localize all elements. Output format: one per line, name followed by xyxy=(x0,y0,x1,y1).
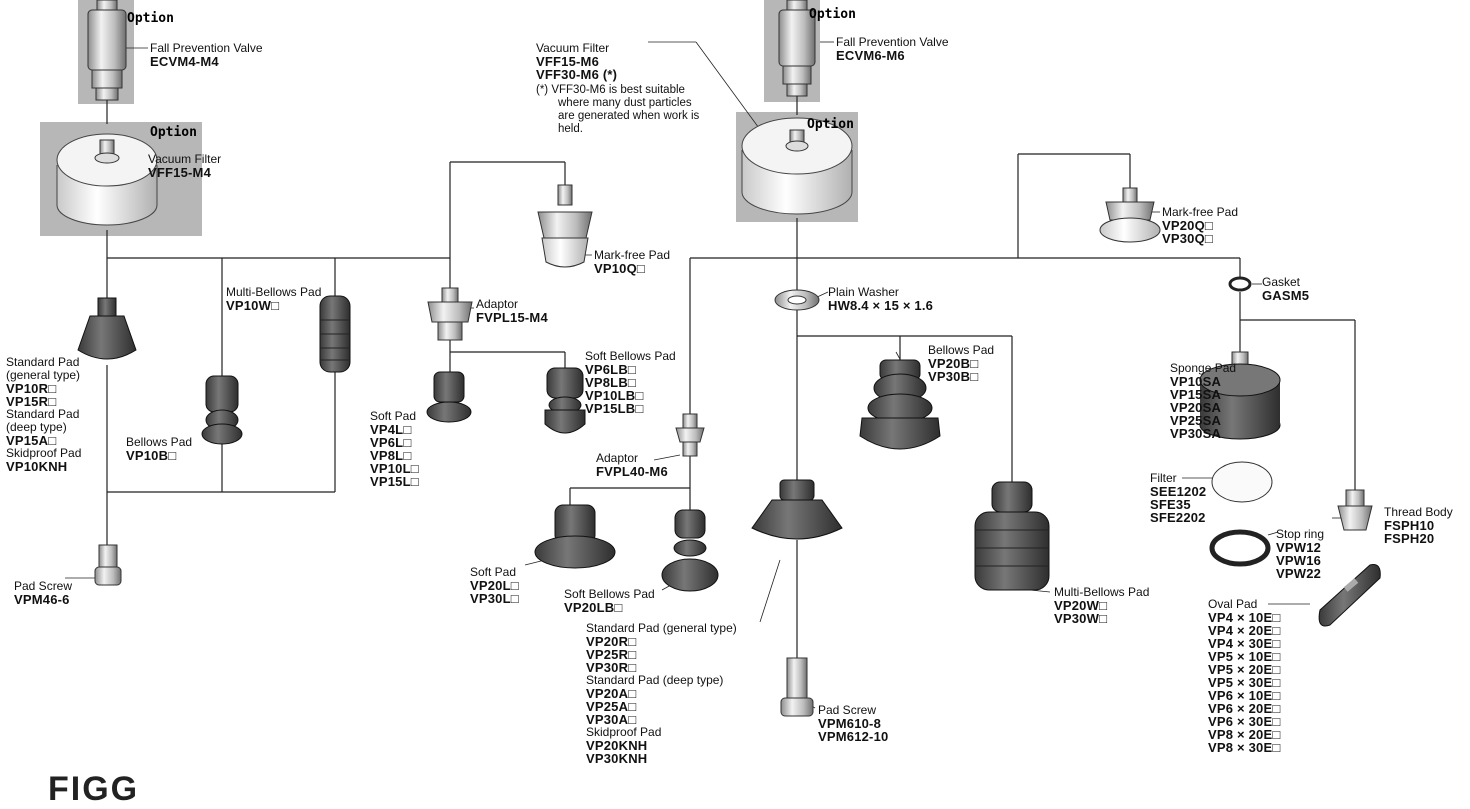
mark-free-pad-large-icon xyxy=(1100,188,1160,242)
adaptor-m6-icon xyxy=(676,414,704,456)
label-softbellows-large: Soft Bellows Pad VP20LB□ xyxy=(564,588,655,614)
label-stopring: Stop ring VPW12 VPW16 VPW22 xyxy=(1276,528,1324,580)
bellows-pad-small-icon xyxy=(202,376,242,444)
label-softbellows-small: Soft Bellows Pad VP6LB□ VP8LB□ VP10LB□ V… xyxy=(585,350,676,415)
label-vf-m4: Vacuum Filter VFF15-M4 xyxy=(148,153,221,179)
standard-pad-small-icon xyxy=(78,298,136,359)
soft-pad-small-icon xyxy=(427,372,471,422)
label-fpv-m6: Fall Prevention Valve ECVM6-M6 xyxy=(836,36,949,62)
pad-screw-large-icon xyxy=(781,658,813,716)
label-multibellows-small: Multi-Bellows Pad VP10W□ xyxy=(226,286,321,312)
vf-m6-note: (*) VFF30-M6 is best suitable where many… xyxy=(536,84,699,136)
soft-bellows-pad-small-icon xyxy=(545,368,585,433)
label-bellows-large: Bellows Pad VP20B□ VP30B□ xyxy=(928,344,994,383)
label-multibellows-large: Multi-Bellows Pad VP20W□ VP30W□ xyxy=(1054,586,1149,625)
label-padscrew-small: Pad Screw VPM46-6 xyxy=(14,580,72,606)
label-threadbody: Thread Body FSPH10 FSPH20 xyxy=(1384,506,1453,545)
multi-bellows-pad-large-icon xyxy=(975,482,1049,590)
soft-bellows-pad-large-icon xyxy=(662,510,718,591)
label-padscrew-large: Pad Screw VPM610-8 VPM612-10 xyxy=(818,704,888,743)
pad-screw-small-icon xyxy=(95,545,121,585)
multi-bellows-pad-small-icon xyxy=(320,296,350,372)
option-label-4: Option xyxy=(807,117,854,132)
vacuum-filter-m4-icon xyxy=(57,134,157,225)
adaptor-m4-icon xyxy=(428,288,472,340)
connection-lines xyxy=(107,0,1355,658)
option-label-2: Option xyxy=(150,125,197,140)
label-soft-large: Soft Pad VP20L□ VP30L□ xyxy=(470,566,519,605)
label-markfree-small: Mark-free Pad VP10Q□ xyxy=(594,249,670,275)
leader-lines xyxy=(65,42,1345,708)
label-soft-small: Soft Pad VP4L□ VP6L□ VP8L□ VP10L□ VP15L□ xyxy=(370,410,419,488)
label-vf-m6: Vacuum Filter VFF15-M6 VFF30-M6 (*) xyxy=(536,42,617,81)
brand-logo: FIGG xyxy=(48,770,139,809)
label-markfree-large: Mark-free Pad VP20Q□ VP30Q□ xyxy=(1162,206,1238,245)
label-adaptor-m6: Adaptor FVPL40-M6 xyxy=(596,452,668,478)
label-oval: Oval Pad VP4 × 10E□ VP4 × 20E□ VP4 × 30E… xyxy=(1208,598,1280,754)
oval-pad-icon xyxy=(1319,565,1380,626)
mark-free-pad-small-icon xyxy=(538,185,592,267)
label-standard-large: Standard Pad (general type) VP20R□ VP25R… xyxy=(586,622,737,765)
label-gasket: Gasket GASM5 xyxy=(1262,276,1309,302)
stop-ring-icon xyxy=(1212,532,1268,564)
label-bellows-small: Bellows Pad VP10B□ xyxy=(126,436,192,462)
label-adaptor-m4: Adaptor FVPL15-M4 xyxy=(476,298,548,324)
fall-prevention-valve-m4-icon xyxy=(88,0,126,100)
label-filter: Filter SEE1202 SFE35 SFE2202 xyxy=(1150,472,1206,524)
label-washer: Plain Washer HW8.4 × 15 × 1.6 xyxy=(828,286,933,312)
option-label-3: Option xyxy=(809,7,856,22)
option-label-1: Option xyxy=(127,11,174,26)
filter-disc-icon xyxy=(1212,462,1272,502)
gasket-icon xyxy=(1230,278,1250,290)
plain-washer-icon xyxy=(775,290,819,310)
label-sponge: Sponge Pad VP10SA VP15SA VP20SA VP25SA V… xyxy=(1170,362,1236,440)
label-standard-small: Standard Pad (general type) VP10R□ VP15R… xyxy=(6,356,81,473)
vacuum-filter-m6-icon xyxy=(742,118,852,214)
label-fpv-m4: Fall Prevention Valve ECVM4-M4 xyxy=(150,42,263,68)
thread-body-icon xyxy=(1338,490,1372,530)
standard-pad-large-icon xyxy=(752,480,842,539)
soft-pad-large-icon xyxy=(535,505,615,568)
